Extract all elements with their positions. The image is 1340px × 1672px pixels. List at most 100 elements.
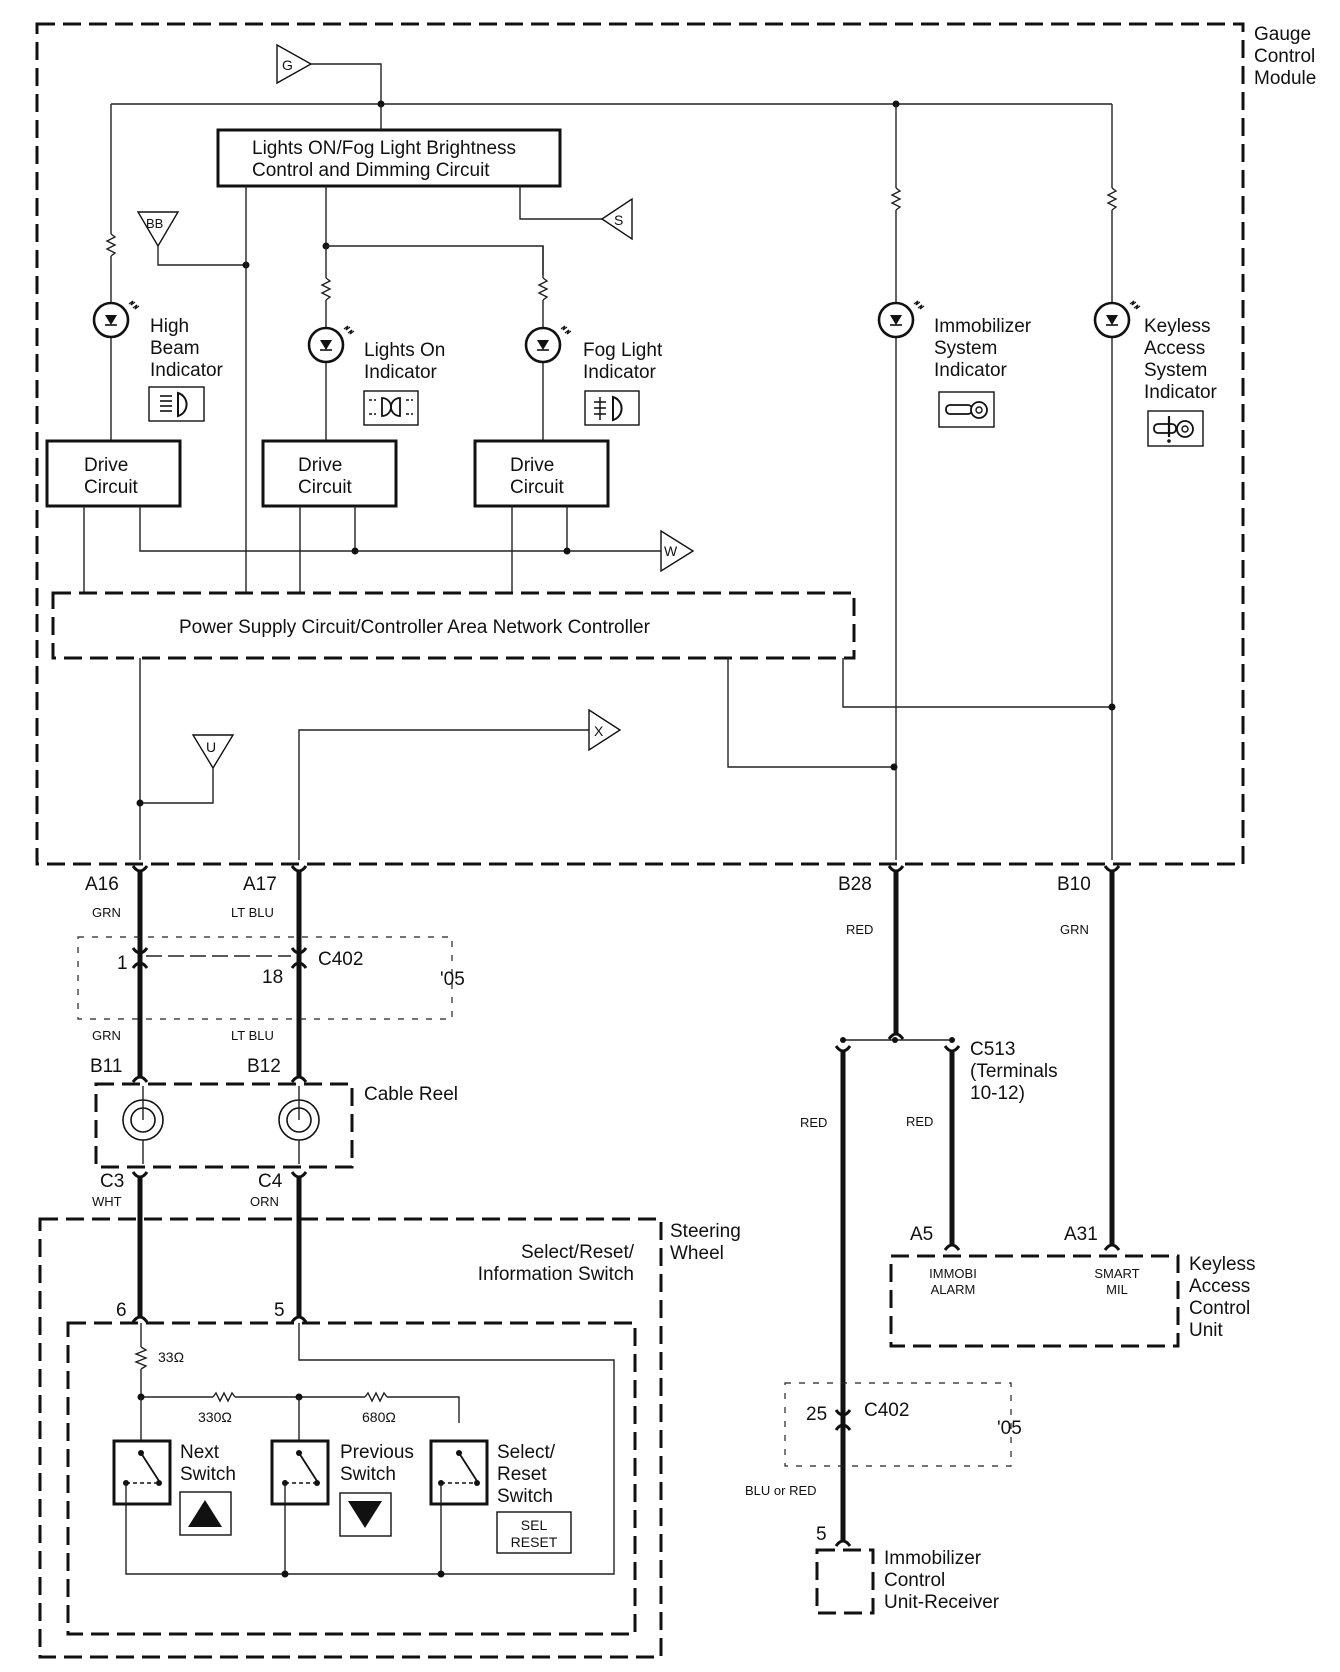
svg-text:Indicator: Indicator: [583, 362, 657, 383]
c402-optional-box: [77, 936, 453, 1020]
c402-optional-box-right: [784, 1382, 1012, 1467]
svg-text:Indicator: Indicator: [934, 360, 1008, 381]
kacu-pin-a31-label: SMART MIL: [1094, 1266, 1139, 1297]
resistor-33-ohm: [134, 1346, 148, 1370]
svg-text:Control: Control: [884, 1570, 945, 1591]
svg-text:(Terminals: (Terminals: [970, 1061, 1058, 1082]
connector-terminal: [290, 947, 308, 955]
svg-text:Switch: Switch: [497, 1486, 553, 1507]
svg-text:Select/Reset/: Select/Reset/: [521, 1242, 635, 1263]
svg-text:ALARM: ALARM: [931, 1282, 976, 1297]
connector-terminal: [131, 865, 149, 873]
harness-wire: [131, 865, 149, 1083]
svg-text:Select/: Select/: [497, 1442, 556, 1463]
off-page-ref-g[interactable]: G: [276, 43, 313, 85]
svg-text:LT BLU: LT BLU: [231, 1028, 274, 1043]
wire-s: [519, 186, 602, 220]
svg-text:10-12): 10-12): [970, 1083, 1025, 1104]
svg-text:GRN: GRN: [1060, 922, 1089, 937]
svg-text:Indicator: Indicator: [1144, 382, 1218, 403]
off-page-ref-bb[interactable]: BB: [136, 211, 180, 248]
connector-terminal: [290, 1315, 308, 1323]
svg-text:A16: A16: [85, 874, 119, 895]
lights-on-indicator-label: Lights On Indicator: [364, 340, 445, 383]
harness-wire: [290, 865, 308, 1083]
svg-text:Previous: Previous: [340, 1442, 414, 1463]
terminal-labels: A16 A17 B28 B10 GRN LT BLU RED GRN: [85, 874, 1091, 937]
off-page-ref-x[interactable]: X: [588, 708, 622, 752]
previous-switch-label: Previous Switch: [340, 1442, 414, 1485]
svg-text:6: 6: [116, 1300, 127, 1321]
svg-text:RESET: RESET: [511, 1534, 558, 1550]
harness-wire: [131, 1171, 149, 1323]
svg-text:C3: C3: [100, 1171, 124, 1192]
connector-terminal: [131, 1315, 149, 1323]
svg-text:1: 1: [117, 953, 128, 974]
svg-text:GRN: GRN: [92, 905, 121, 920]
harness-wire: [943, 1045, 961, 1251]
off-page-ref-s[interactable]: S: [600, 197, 633, 241]
connector-terminal: [290, 865, 308, 873]
indicator-fog-light: [524, 246, 572, 441]
svg-text:RED: RED: [800, 1115, 827, 1130]
svg-text:LT BLU: LT BLU: [231, 905, 274, 920]
off-page-ref-w[interactable]: W: [660, 529, 695, 573]
svg-text:Unit: Unit: [1189, 1320, 1224, 1341]
connector-terminal: [887, 865, 905, 873]
cable-reel-coil-a: [122, 1086, 164, 1164]
svg-text:Drive: Drive: [510, 455, 554, 476]
indicator-immobilizer: [877, 104, 925, 860]
kacu-pin-a5-label: IMMOBI ALARM: [929, 1266, 977, 1297]
svg-text:5: 5: [274, 1300, 285, 1321]
svg-text:B10: B10: [1057, 874, 1091, 895]
connector-terminal: [1103, 865, 1121, 873]
wire-g: [311, 63, 382, 104]
svg-text:Access: Access: [1144, 338, 1205, 359]
svg-text:System: System: [934, 338, 997, 359]
switch-next: [112, 1439, 172, 1506]
svg-text:BLU or RED: BLU or RED: [745, 1483, 817, 1498]
svg-text:Next: Next: [180, 1442, 220, 1463]
drive-circuit-lights-on: Drive Circuit: [261, 439, 398, 508]
resistor-330-ohm: [212, 1391, 236, 1403]
drive-circuit-fog-light: Drive Circuit: [473, 439, 610, 508]
svg-text:680Ω: 680Ω: [362, 1409, 396, 1425]
svg-text:Control: Control: [1189, 1298, 1250, 1319]
svg-text:Unit-Receiver: Unit-Receiver: [884, 1592, 1000, 1613]
sel-reset-icon: SEL RESET: [496, 1511, 572, 1554]
svg-text:Drive: Drive: [84, 455, 128, 476]
select-reset-switch-label: Select/ Reset Switch: [497, 1442, 556, 1507]
svg-text:Steering: Steering: [670, 1221, 741, 1242]
resistor-icon: [537, 277, 549, 301]
svg-text:GRN: GRN: [92, 1028, 121, 1043]
light-emission-icon: [913, 300, 925, 310]
gauge-control-module-label: Gauge Control Module: [1254, 24, 1316, 89]
immobilizer-indicator-label: Immobilizer System Indicator: [934, 316, 1032, 381]
connector-terminal: [943, 1243, 961, 1251]
connector-terminal: [131, 1075, 149, 1083]
steering-wheel-label: Steering Wheel: [670, 1221, 741, 1264]
off-page-ref-u[interactable]: U: [191, 734, 235, 770]
connector-terminal: [290, 1075, 308, 1083]
svg-text:Information Switch: Information Switch: [478, 1264, 634, 1285]
svg-text:Immobilizer: Immobilizer: [884, 1548, 982, 1569]
select-reset-info-switch-boundary: [66, 1321, 637, 1636]
cable-reel-out-labels: C3 C4 WHT ORN: [92, 1171, 283, 1209]
svg-text:Gauge: Gauge: [1254, 24, 1311, 45]
resistor-icon: [105, 233, 117, 257]
resistor-680-ohm: [364, 1391, 388, 1403]
svg-text:System: System: [1144, 360, 1207, 381]
svg-text:RED: RED: [846, 922, 873, 937]
svg-text:A31: A31: [1064, 1224, 1098, 1245]
svg-text:Access: Access: [1189, 1276, 1250, 1297]
svg-text:Control and Dimming Circuit: Control and Dimming Circuit: [252, 160, 490, 181]
resistor-icon: [320, 277, 332, 301]
power-supply-can-controller-label: Power Supply Circuit/Controller Area Net…: [179, 617, 651, 638]
keyless-access-control-unit-label: Keyless Access Control Unit: [1189, 1254, 1256, 1341]
svg-text:BB: BB: [146, 216, 163, 231]
resistor-icon: [1106, 187, 1118, 211]
harness-wire: [290, 1171, 308, 1323]
svg-text:Circuit: Circuit: [510, 477, 565, 498]
svg-text:'05: '05: [440, 969, 465, 990]
svg-text:'05: '05: [997, 1418, 1022, 1439]
